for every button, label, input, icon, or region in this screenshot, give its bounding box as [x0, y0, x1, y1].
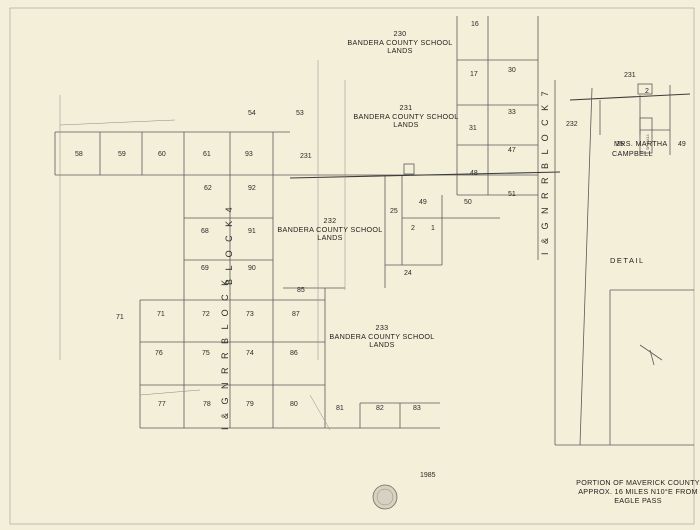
svg-text:BANDERA COUNTY SCHOOL: BANDERA COUNTY SCHOOL — [353, 112, 458, 121]
sheet-border — [9, 7, 695, 525]
center-grid — [290, 16, 539, 288]
section-74: 74 — [246, 350, 254, 357]
section-17: 17 — [470, 71, 478, 78]
section-58: 58 — [75, 151, 83, 158]
svg-text:231: 231 — [400, 103, 413, 112]
section-86: 86 — [290, 350, 298, 357]
section-77: 77 — [158, 401, 166, 408]
section-50: 50 — [464, 199, 472, 206]
section-76: 76 — [155, 350, 163, 357]
section-59: 59 — [118, 151, 126, 158]
section-80: 80 — [290, 401, 298, 408]
section-83: 83 — [413, 405, 421, 412]
detail-label: DETAIL — [610, 256, 645, 265]
left-grid — [54, 131, 440, 429]
section-1: 1 — [431, 225, 435, 232]
section-85: 85 — [297, 287, 305, 294]
svg-text:232: 232 — [324, 216, 337, 225]
north-arrow — [639, 344, 663, 366]
section-31: 31 — [469, 125, 477, 132]
section-53: 53 — [296, 110, 304, 117]
section-232-detail: 232 — [566, 121, 578, 128]
section-231-small: 231 — [300, 153, 312, 160]
section-30: 30 — [508, 67, 516, 74]
detail-panel — [554, 80, 694, 446]
block-7-label: I & G N R R B L O C K 7 — [540, 88, 550, 255]
roads — [59, 60, 561, 431]
section-33: 33 — [508, 109, 516, 116]
section-49-detail: 49 — [678, 141, 686, 148]
campbell-line1: MRS. MARTHA — [614, 139, 667, 148]
section-73: 73 — [246, 311, 254, 318]
section-93: 93 — [245, 151, 253, 158]
section-87: 87 — [292, 311, 300, 318]
block-left-label: I & G N R R B L O C K — [220, 277, 230, 430]
section-78: 78 — [203, 401, 211, 408]
section-49: 49 — [419, 199, 427, 206]
svg-text:BANDERA COUNTY SCHOOL: BANDERA COUNTY SCHOOL — [277, 225, 382, 234]
section-60: 60 — [158, 151, 166, 158]
section-69: 69 — [201, 265, 209, 272]
section-25: 25 — [390, 208, 398, 215]
section-54: 54 — [248, 110, 256, 117]
box-2 — [403, 163, 415, 175]
lands-233: 233 BANDERA COUNTY SCHOOL LANDS — [329, 323, 434, 349]
sf-label: SF 18414 — [646, 134, 650, 150]
lands-232: 232 BANDERA COUNTY SCHOOL LANDS — [277, 216, 382, 242]
campbell-line2: CAMPBELL — [612, 149, 653, 158]
section-90: 90 — [248, 265, 256, 272]
svg-text:BANDERA COUNTY SCHOOL: BANDERA COUNTY SCHOOL — [329, 332, 434, 341]
section-16: 16 — [471, 21, 479, 28]
section-82: 82 — [376, 405, 384, 412]
section-2: 2 — [411, 225, 415, 232]
section-47: 47 — [508, 147, 516, 154]
section-61: 61 — [203, 151, 211, 158]
section-71-outside: 71 — [116, 314, 124, 321]
block-4-label: B L O C K 4 — [224, 204, 234, 285]
section-48: 48 — [470, 170, 478, 177]
section-68: 68 — [201, 228, 209, 235]
svg-text:LANDS: LANDS — [393, 120, 418, 129]
svg-text:230: 230 — [394, 29, 407, 38]
title-line1: PORTION OF MAVERICK COUNTY — [576, 478, 700, 487]
lands-230: 230 BANDERA COUNTY SCHOOL LANDS — [347, 29, 452, 55]
sf-box — [639, 117, 653, 154]
svg-text:BANDERA COUNTY SCHOOL: BANDERA COUNTY SCHOOL — [347, 38, 452, 47]
section-81: 81 — [336, 405, 344, 412]
stamp-date: 1985 — [420, 472, 436, 479]
section-92: 92 — [248, 185, 256, 192]
title-line3: EAGLE PASS — [614, 496, 662, 505]
svg-text:LANDS: LANDS — [369, 340, 394, 349]
svg-text:233: 233 — [376, 323, 389, 332]
section-51: 51 — [508, 191, 516, 198]
lands-231: 231 BANDERA COUNTY SCHOOL LANDS — [353, 103, 458, 129]
svg-text:LANDS: LANDS — [387, 46, 412, 55]
title-line2: APPROX. 16 MILES N10°E FROM — [578, 487, 698, 496]
section-25-detail: 25 — [616, 141, 624, 148]
section-24: 24 — [404, 270, 412, 277]
section-231-detail: 231 — [624, 72, 636, 79]
section-75: 75 — [202, 350, 210, 357]
section-72: 72 — [202, 311, 210, 318]
section-91: 91 — [248, 228, 256, 235]
section-79: 79 — [246, 401, 254, 408]
section-2-detail: 2 — [645, 88, 649, 95]
section-71: 71 — [157, 311, 165, 318]
seal — [372, 484, 398, 510]
svg-text:LANDS: LANDS — [317, 233, 342, 242]
section-62: 62 — [204, 185, 212, 192]
